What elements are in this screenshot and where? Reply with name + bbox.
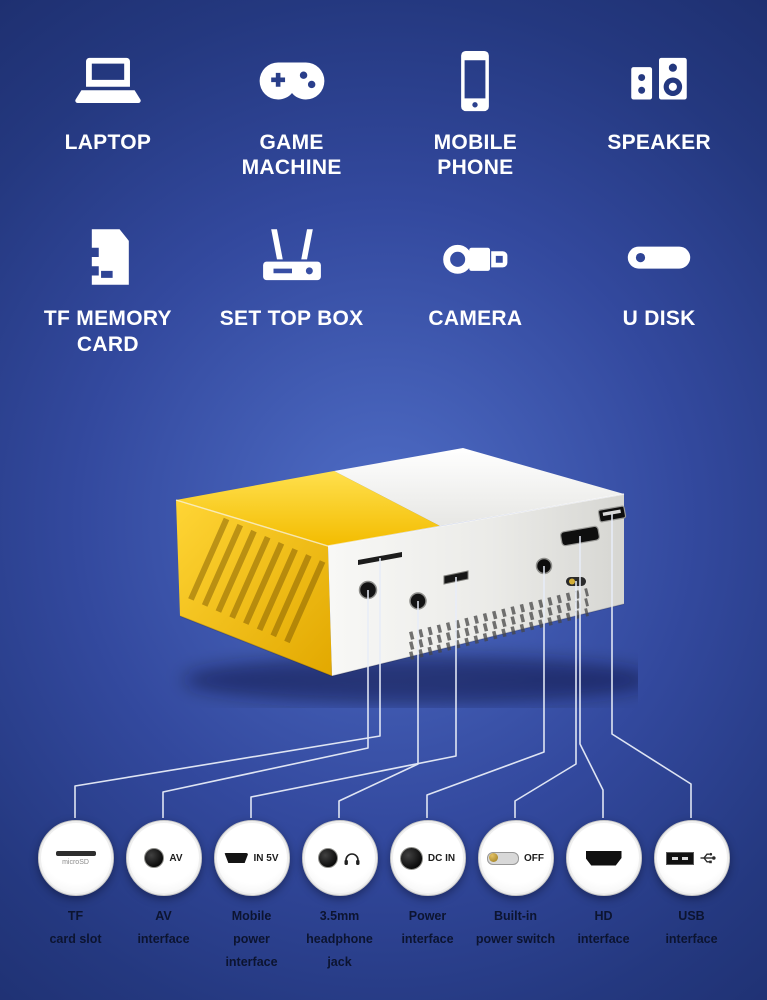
device-label: LAPTOP (64, 131, 152, 154)
port-marking: DC IN (427, 852, 456, 864)
device-set-top-box: SET TOP BOX (200, 220, 384, 356)
device-camera: CAMERA (384, 220, 568, 356)
port-label: HD interface (577, 909, 630, 947)
speaker-icon (631, 57, 687, 100)
power-switch (566, 577, 586, 586)
port-marking: microSD (62, 858, 89, 866)
hdmi-port-icon (585, 850, 622, 866)
headphone-jack-port (409, 592, 427, 610)
dc-jack-icon (399, 846, 423, 870)
projector-illustration (118, 408, 638, 708)
mobile-phone-icon (461, 50, 490, 112)
port-marking: AV (169, 852, 183, 864)
edge-highlight (175, 493, 625, 547)
headphone-jack-icon (318, 848, 338, 868)
port-circle: microSD (37, 820, 114, 896)
device-label: MOBILE PHONE (433, 131, 518, 180)
dc-power-port (535, 557, 553, 575)
device-mobile-phone: MOBILE PHONE (384, 44, 568, 180)
usb-trident-icon (700, 852, 716, 864)
tf-slot-icon (55, 850, 96, 856)
av-jack-icon (144, 848, 165, 868)
device-label: SPEAKER (607, 131, 711, 154)
headphone-icon (344, 852, 360, 865)
device-laptop: LAPTOP (16, 44, 200, 180)
device-grid: LAPTOP GAME MACHINE MOBILE PHONE SPEAKER… (0, 44, 767, 357)
port-circle: OFF (477, 820, 554, 896)
projector-shadow (183, 656, 638, 704)
port-circle: IN 5V (213, 820, 290, 896)
port-label: Mobile power interface (225, 909, 278, 970)
port-marking: IN 5V (253, 852, 279, 864)
port-label: Power interface (401, 909, 454, 947)
device-label: GAME MACHINE (241, 131, 342, 180)
usb-port-icon (666, 851, 694, 865)
switch-knob (489, 852, 498, 862)
port-label: AV interface (137, 909, 190, 947)
port-circle: DC IN (389, 820, 466, 896)
micro-usb-icon (224, 853, 249, 863)
device-game-machine: GAME MACHINE (200, 44, 384, 180)
port-power-interface: DC IN Power interface (389, 820, 466, 974)
port-circle: AV (125, 820, 202, 896)
port-label: Built-in power switch (475, 909, 556, 947)
usb-nib (672, 856, 678, 860)
laptop-icon (75, 57, 141, 103)
av-jack-port (358, 580, 378, 600)
gamepad-icon (259, 62, 324, 100)
device-label: SET TOP BOX (219, 307, 364, 331)
port-av-interface: AV AV interface (125, 820, 202, 974)
tf-card-icon (91, 229, 129, 286)
port-label: USB interface (665, 909, 718, 947)
device-tf-memory-card: TF MEMORY CARD (16, 220, 200, 356)
port-headphone-jack: 3.5mm headphone jack (301, 820, 378, 974)
port-usb-interface: USB interface (653, 820, 730, 974)
camera-icon (443, 245, 508, 275)
port-circle (565, 820, 642, 896)
port-label: 3.5mm headphone jack (306, 909, 373, 970)
set-top-box-icon (262, 229, 321, 281)
usb-nib (682, 856, 688, 860)
port-circle (301, 820, 378, 896)
port-power-switch: OFF Built-in power switch (476, 820, 555, 974)
port-label: TF card slot (49, 909, 102, 947)
power-switch-icon (487, 851, 519, 865)
device-label: TF MEMORY CARD (43, 307, 172, 356)
device-u-disk: U DISK (567, 220, 751, 356)
port-marking: OFF (524, 852, 544, 864)
port-circle (653, 820, 730, 896)
u-disk-icon (627, 246, 691, 269)
device-label: U DISK (622, 307, 696, 331)
port-callouts: microSD TF card slot AV AV interface IN … (0, 820, 767, 974)
device-label: CAMERA (428, 307, 523, 331)
port-tf-card-slot: microSD TF card slot (37, 820, 114, 974)
port-hd-interface: HD interface (565, 820, 642, 974)
port-mobile-power: IN 5V Mobile power interface (213, 820, 290, 974)
device-speaker: SPEAKER (567, 44, 751, 180)
projector-top-yellow (176, 471, 440, 546)
